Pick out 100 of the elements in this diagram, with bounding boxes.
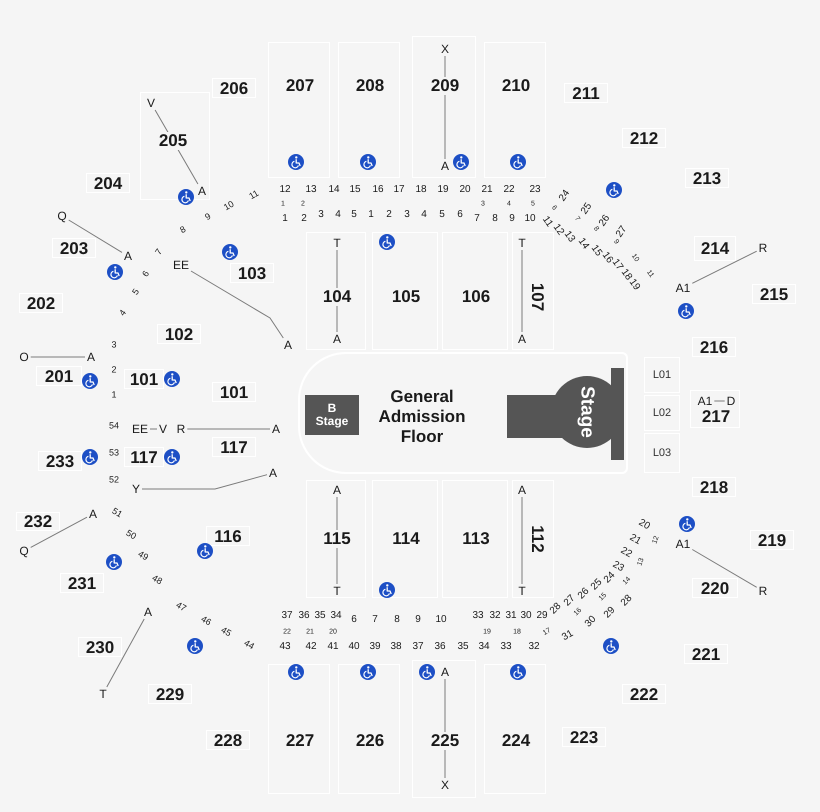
row-number: 34 xyxy=(478,642,490,652)
row-number: 5 xyxy=(351,210,357,220)
row-number: 1 xyxy=(112,390,116,400)
row-number: 32 xyxy=(489,611,501,621)
row-number: 4 xyxy=(118,308,128,318)
seating-section: 204 xyxy=(86,173,130,193)
seating-section: 216 xyxy=(692,337,736,357)
row-number: 30 xyxy=(520,611,532,621)
row-number: 46 xyxy=(199,614,213,628)
row-letter: O xyxy=(18,351,30,363)
row-number: 5 xyxy=(439,210,445,220)
row-range-line xyxy=(30,356,86,358)
row-number: 23 xyxy=(529,185,541,195)
row-range-line xyxy=(30,516,88,548)
row-number: 9 xyxy=(415,615,421,625)
row-number: 1 xyxy=(368,210,374,220)
row-letter: X xyxy=(440,43,450,55)
stage-label: Stage xyxy=(578,386,596,438)
row-letter: R xyxy=(758,585,768,597)
seating-section: 206 xyxy=(212,78,256,98)
section-number: 115 xyxy=(321,530,353,548)
row-number: 31 xyxy=(560,628,576,644)
row-number: 33 xyxy=(500,642,512,652)
seating-section xyxy=(512,232,554,350)
row-number: 45 xyxy=(219,626,233,638)
row-number: 7 xyxy=(474,214,480,224)
row-letter: T xyxy=(332,237,342,249)
row-number: 35 xyxy=(457,642,469,652)
row-number: 3 xyxy=(404,210,410,220)
row-number: 26 xyxy=(576,586,592,602)
row-number: 15 xyxy=(588,244,604,258)
row-number: 3 xyxy=(112,340,116,350)
row-number: 34 xyxy=(330,611,342,621)
row-number: 14 xyxy=(328,185,340,195)
row-number: 37 xyxy=(281,611,293,621)
floor-area xyxy=(298,352,628,474)
row-letter: Q xyxy=(56,210,68,222)
row-number: 21 xyxy=(628,532,642,548)
row-number: 9 xyxy=(509,214,515,224)
row-number: 6 xyxy=(140,269,152,279)
row-letter: T xyxy=(517,585,527,597)
seating-section: 233 xyxy=(38,451,82,471)
floor-label: General Admission Floor xyxy=(378,387,466,447)
row-letter: EE xyxy=(172,259,190,271)
seating-section: 116 xyxy=(206,526,250,546)
row-letter: T xyxy=(517,237,527,249)
row-number: 24 xyxy=(558,188,572,204)
row-number: 5 xyxy=(130,287,142,297)
row-number: 30 xyxy=(584,614,598,630)
row-number: 43 xyxy=(279,642,291,652)
row-number: 54 xyxy=(109,422,119,430)
row-number: 47 xyxy=(174,600,188,614)
row-number: 8 xyxy=(178,224,188,236)
row-number: 44 xyxy=(242,638,256,652)
row-letter: A xyxy=(440,160,450,172)
row-number: 39 xyxy=(369,642,381,652)
row-number: 22 xyxy=(618,546,634,560)
seating-section: 229 xyxy=(148,684,192,704)
seating-section: 117 xyxy=(212,437,256,457)
seating-section: 102 xyxy=(157,324,201,344)
row-letter: Y xyxy=(131,483,141,495)
row-number: 6 xyxy=(351,615,357,625)
row-letter: A xyxy=(123,250,133,262)
row-letter: A xyxy=(86,351,96,363)
row-number: 18 xyxy=(618,268,634,282)
seating-section: 103 xyxy=(230,263,274,283)
row-range-line xyxy=(68,220,122,253)
row-number: 40 xyxy=(348,642,360,652)
section-number: 104 xyxy=(320,288,354,306)
row-number: 18 xyxy=(415,185,427,195)
row-number: 12 xyxy=(279,185,291,195)
seating-section: 220 xyxy=(692,578,738,598)
row-number: 29 xyxy=(536,611,548,621)
seating-section: 219 xyxy=(750,530,794,550)
row-number: 11 xyxy=(248,188,260,202)
row-letter: D xyxy=(726,395,736,407)
row-letter: A xyxy=(517,333,527,345)
row-number: 4 xyxy=(421,210,427,220)
seating-section: 230 xyxy=(78,637,122,657)
row-letter: A xyxy=(517,484,527,496)
row-number: 25 xyxy=(580,202,594,216)
row-number: 8 xyxy=(492,214,498,224)
seating-section xyxy=(306,480,366,598)
section-number: 225 xyxy=(428,732,462,750)
row-number: 25 xyxy=(590,578,604,592)
row-number: 13 xyxy=(305,185,317,195)
row-range-line xyxy=(692,250,758,284)
seating-section: 117 xyxy=(124,447,164,467)
seating-section: 231 xyxy=(60,573,104,593)
row-number: 21 xyxy=(481,185,493,195)
row-number: 32 xyxy=(528,642,540,652)
seating-section: 221 xyxy=(684,644,728,664)
row-letter: A xyxy=(440,666,450,678)
row-letter: T xyxy=(98,688,108,700)
row-letter: V xyxy=(146,97,156,109)
row-letter: A xyxy=(268,467,278,479)
row-number: 37 xyxy=(412,642,424,652)
row-letter: A xyxy=(332,333,342,345)
row-number: 2 xyxy=(386,210,392,220)
seating-section: 218 xyxy=(692,477,736,497)
